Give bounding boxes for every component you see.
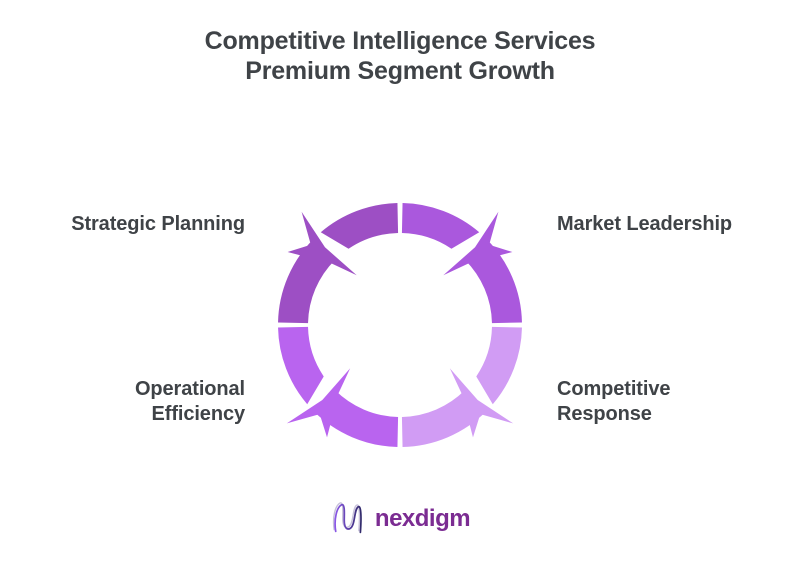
label-strategic-planning: Strategic Planning	[71, 213, 245, 235]
segment-arrow-strategic-planning	[278, 203, 399, 324]
logo-mark-main-stroke	[334, 503, 362, 534]
page-title-line2: Premium Segment Growth	[245, 57, 555, 85]
label-operational-efficiency: Operational Efficiency	[134, 378, 245, 425]
label-competitive-response: Competitive Response	[557, 378, 671, 425]
nexdigm-logo-mark-icon	[332, 502, 362, 534]
cycle-arrows-diagram	[278, 203, 522, 447]
page-title-line1: Competitive Intelligence Services	[204, 27, 596, 55]
segment-arrow-operational-efficiency	[278, 326, 399, 447]
page-title: Competitive Intelligence Services Premiu…	[0, 26, 800, 86]
segment-arrow-competitive-response	[401, 326, 522, 447]
segment-arrow-market-leadership	[401, 203, 522, 324]
label-market-leadership: Market Leadership	[557, 213, 733, 235]
nexdigm-logo: nexdigm	[0, 498, 800, 542]
logo-mark-echo-stroke	[332, 502, 361, 532]
nexdigm-logo-text: nexdigm	[374, 505, 471, 532]
